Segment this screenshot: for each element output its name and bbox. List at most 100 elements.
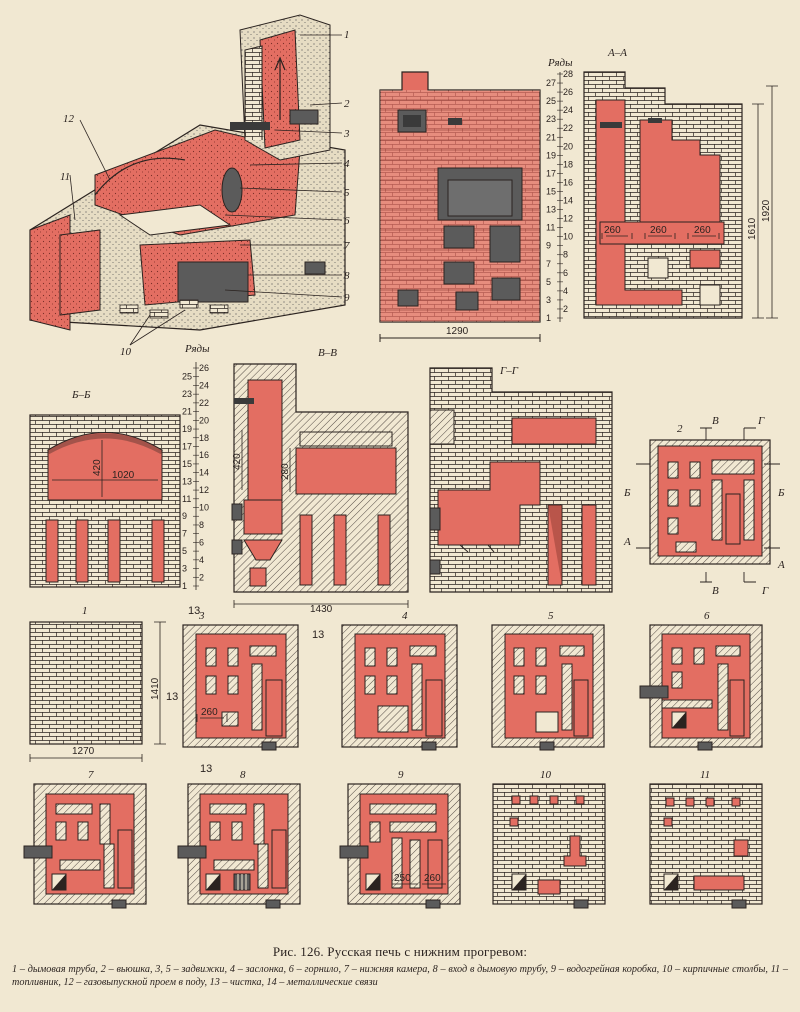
row-front-1: 1 [546,313,551,323]
row-bb-10: 10 [199,503,209,513]
callout-9: 9 [344,292,350,304]
row-plan-label-3: 3 [198,610,205,622]
vv-h2: 280 [280,463,291,480]
row-plan-10: 10 [492,769,606,909]
row-plan-4: 4 [341,610,458,751]
aa-w2: 260 [650,225,667,236]
aa-w3: 260 [694,225,711,236]
row-plan-7: 7 [23,769,147,909]
row-front-24: 24 [563,105,573,115]
row-front-5: 5 [546,277,551,287]
section-aa: А–А 260 260 260 1610 1920 [583,47,778,319]
plan-mark-a-right: А [777,559,785,571]
section-aa-label: А–А [607,47,627,59]
row-bb-13: 13 [182,476,192,486]
callout-7: 7 [344,240,350,252]
row-bb-24: 24 [199,380,209,390]
row-front-26: 26 [563,87,573,97]
figure-caption: Рис. 126. Русская печь с нижним прогрево… [0,944,800,989]
row3-clean-1: 13 [188,605,200,617]
plan-mark-a-left: А [623,536,631,548]
row-scale-bb: 2625242322212019181716151413121110987654… [182,363,209,591]
row-front-17: 17 [546,168,556,178]
row-bb-8: 8 [199,520,204,530]
row-bb-1: 1 [182,581,187,591]
row-bb-3: 3 [182,564,187,574]
callout-12: 12 [63,113,75,125]
row-bb-15: 15 [182,459,192,469]
row-front-18: 18 [563,159,573,169]
row-front-7: 7 [546,259,551,269]
row-bb-4: 4 [199,555,204,565]
plan-mark-2: 2 [677,423,683,435]
row-plan-6: 6 [639,610,763,751]
plan-mark-g-top: Г [757,415,765,427]
plan-width-dim: 1270 [72,746,95,757]
row-front-9: 9 [546,241,551,251]
row-plans-top: 1 1410 1270 3 13 13 13 13 260 [29,605,763,775]
row3-gap-dim: 260 [201,707,218,718]
row-bb-2: 2 [199,572,204,582]
row-plan-3: 3 13 13 13 13 260 [166,605,324,775]
plan-mark-g-bottom: Г [761,585,769,597]
row-front-22: 22 [563,123,573,133]
callout-3: 3 [343,128,350,140]
section-vv-label: В–В [318,347,337,359]
row-front-28: 28 [563,69,573,79]
section-gg: Г–Г [429,365,613,593]
callout-6: 6 [344,215,350,227]
plan-mark-b-right: Б [777,487,785,499]
row-front-13: 13 [546,205,556,215]
row-bb-26: 26 [199,363,209,373]
aa-w1: 260 [604,225,621,236]
row-front-6: 6 [563,268,568,278]
row-bb-21: 21 [182,407,192,417]
caption-title: Рис. 126. Русская печь с нижним прогрево… [272,944,528,959]
row-plan-label-1: 1 [82,605,88,617]
row-bb-22: 22 [199,398,209,408]
section-gg-label: Г–Г [499,365,519,377]
row-plan-label-9: 9 [398,769,404,781]
row-plan-9: 250 260 9 [339,769,461,909]
row-front-4: 4 [563,286,568,296]
callout-8: 8 [344,270,350,282]
row-bb-14: 14 [199,468,209,478]
row-front-2: 2 [563,304,568,314]
isometric-cutaway: 1 2 3 4 5 6 7 8 9 10 11 12 Ряды [29,14,350,358]
row-bb-12: 12 [199,485,209,495]
plan-mark-b-left: Б [623,487,631,499]
rows-label-front: Ряды [547,57,573,69]
row-bb-11: 11 [182,494,191,504]
plan-height-dim: 1410 [150,677,161,700]
row-plan-label-10: 10 [540,769,552,781]
bb-arch-w: 1020 [112,470,135,481]
row-front-27: 27 [546,78,556,88]
aa-h-outer: 1920 [761,199,772,222]
stove-drawing: 1 2 3 4 5 6 7 8 9 10 11 12 Ряды 1290 [23,14,785,909]
row-plan-label-5: 5 [548,610,554,622]
row9-w1: 250 [394,873,411,884]
caption-legend: 1 – дымовая труба, 2 – вьюшка, 3, 5 – за… [12,964,788,988]
callout-10: 10 [120,346,132,358]
row-plan-11: 11 [649,769,763,909]
row-front-21: 21 [546,132,556,142]
row-plan-label-6: 6 [704,610,710,622]
row-front-15: 15 [546,186,556,196]
row-scale-front: 2827262524232221201918171615141312111098… [546,69,573,323]
section-bb: Б–Б 420 1020 [29,389,181,588]
row-plan-label-8: 8 [240,769,246,781]
front-elevation: 1290 Ряды 282726252423222120191817161514… [379,57,573,342]
plan-mark-v-top: В [712,415,719,427]
row-bb-16: 16 [199,450,209,460]
row-front-8: 8 [563,250,568,260]
aa-h-inner: 1610 [747,217,758,240]
row3-clean-3: 13 [166,691,178,703]
row3-clean-2: 13 [312,629,324,641]
row-front-11: 11 [546,223,555,233]
row-front-10: 10 [563,232,573,242]
plan-with-cuts: 2 В Г Б Б А А В Г [623,415,785,597]
row-front-3: 3 [546,295,551,305]
row-front-14: 14 [563,196,573,206]
row-bb-5: 5 [182,546,187,556]
section-bb-label: Б–Б [71,389,91,401]
